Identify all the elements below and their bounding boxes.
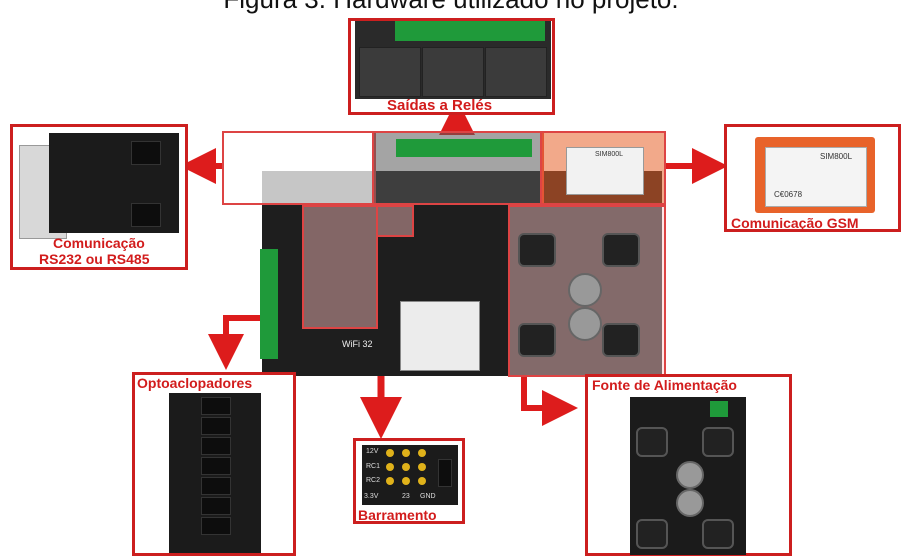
bus-12v-text: 12V bbox=[366, 448, 378, 455]
serial-board-image bbox=[49, 133, 179, 233]
bus-pin-4 bbox=[386, 463, 394, 471]
overlay-bus bbox=[376, 205, 414, 237]
gsm-shield: SIM800L C€0678 bbox=[765, 147, 867, 207]
overlay-power bbox=[508, 205, 666, 377]
relay-1 bbox=[359, 47, 421, 97]
overlay-relays bbox=[372, 131, 544, 205]
main-left-terminal bbox=[260, 249, 278, 359]
gsm-label: Comunicação GSM bbox=[731, 215, 859, 231]
bus-rc1-text: RC1 bbox=[366, 463, 380, 470]
gsm-ce-mark: C€0678 bbox=[774, 190, 802, 199]
main-inductor-2 bbox=[602, 233, 640, 267]
gsm-box: SIM800L C€0678 Comunicação GSM bbox=[724, 124, 901, 232]
power-cap-2 bbox=[676, 489, 704, 517]
overlay-serial bbox=[222, 131, 376, 205]
power-terminal bbox=[710, 401, 728, 417]
gsm-module-name: SIM800L bbox=[820, 152, 852, 161]
bus-23-text: 23 bbox=[402, 493, 410, 500]
bus-pin-3 bbox=[418, 449, 426, 457]
wifi-label: WiFi 32 bbox=[342, 339, 373, 349]
gsm-module-image: SIM800L C€0678 bbox=[755, 137, 875, 213]
main-inductor-3 bbox=[518, 323, 556, 357]
relay-board-image bbox=[355, 21, 551, 99]
bus-box: 12V RC1 RC2 3.3V 23 GND Barramento bbox=[353, 438, 465, 524]
main-gsm-shield: SIM800L bbox=[566, 147, 644, 195]
overlay-opto bbox=[302, 205, 378, 329]
main-cap-1 bbox=[568, 273, 602, 307]
bus-pin-2 bbox=[402, 449, 410, 457]
serial-chip-2 bbox=[131, 203, 161, 227]
bus-pin-5 bbox=[402, 463, 410, 471]
opto-7 bbox=[201, 517, 231, 535]
serial-box: Comunicação RS232 ou RS485 bbox=[10, 124, 188, 270]
power-inductor-1 bbox=[636, 427, 668, 457]
bus-pin-1 bbox=[386, 449, 394, 457]
relay-terminal bbox=[395, 21, 545, 41]
serial-label-line2: RS232 ou RS485 bbox=[39, 251, 150, 267]
opto-5 bbox=[201, 477, 231, 495]
relays-label: Saídas a Relés bbox=[387, 97, 492, 114]
serial-chip-1 bbox=[131, 141, 161, 165]
opto-6 bbox=[201, 497, 231, 515]
relay-3 bbox=[485, 47, 547, 97]
bus-board-image: 12V RC1 RC2 3.3V 23 GND bbox=[362, 445, 458, 505]
bus-pin-8 bbox=[402, 477, 410, 485]
main-cap-2 bbox=[568, 307, 602, 341]
serial-label-line1: Comunicação bbox=[53, 235, 145, 251]
bus-pin-7 bbox=[386, 477, 394, 485]
bus-pin-9 bbox=[418, 477, 426, 485]
bus-33v-text: 3.3V bbox=[364, 493, 378, 500]
opto-box: Optoaclopadores bbox=[132, 372, 296, 556]
relay-2 bbox=[422, 47, 484, 97]
power-inductor-2 bbox=[702, 427, 734, 457]
power-label: Fonte de Alimentação bbox=[592, 377, 737, 393]
opto-1 bbox=[201, 397, 231, 415]
main-board: SIM800L WiFi 32 bbox=[222, 131, 664, 376]
main-gsm-text: SIM800L bbox=[595, 151, 623, 158]
power-board-image bbox=[630, 397, 746, 555]
main-relay-terminal bbox=[396, 139, 532, 157]
opto-4 bbox=[201, 457, 231, 475]
arrow-power bbox=[524, 372, 560, 408]
bus-pin-6 bbox=[418, 463, 426, 471]
opto-board-image bbox=[169, 393, 261, 553]
power-box: Fonte de Alimentação bbox=[585, 374, 792, 556]
power-inductor-3 bbox=[636, 519, 668, 549]
bus-label: Barramento bbox=[358, 507, 437, 523]
bus-rc2-text: RC2 bbox=[366, 477, 380, 484]
bus-gnd-text: GND bbox=[420, 493, 436, 500]
power-cap-1 bbox=[676, 461, 704, 489]
opto-3 bbox=[201, 437, 231, 455]
opto-2 bbox=[201, 417, 231, 435]
bus-chip bbox=[438, 459, 452, 487]
esp32-module bbox=[400, 301, 480, 371]
opto-label: Optoaclopadores bbox=[137, 375, 252, 391]
main-inductor-1 bbox=[518, 233, 556, 267]
overlay-gsm: SIM800L bbox=[540, 131, 666, 205]
main-inductor-4 bbox=[602, 323, 640, 357]
power-inductor-4 bbox=[702, 519, 734, 549]
relays-box: Saídas a Relés bbox=[348, 18, 555, 115]
